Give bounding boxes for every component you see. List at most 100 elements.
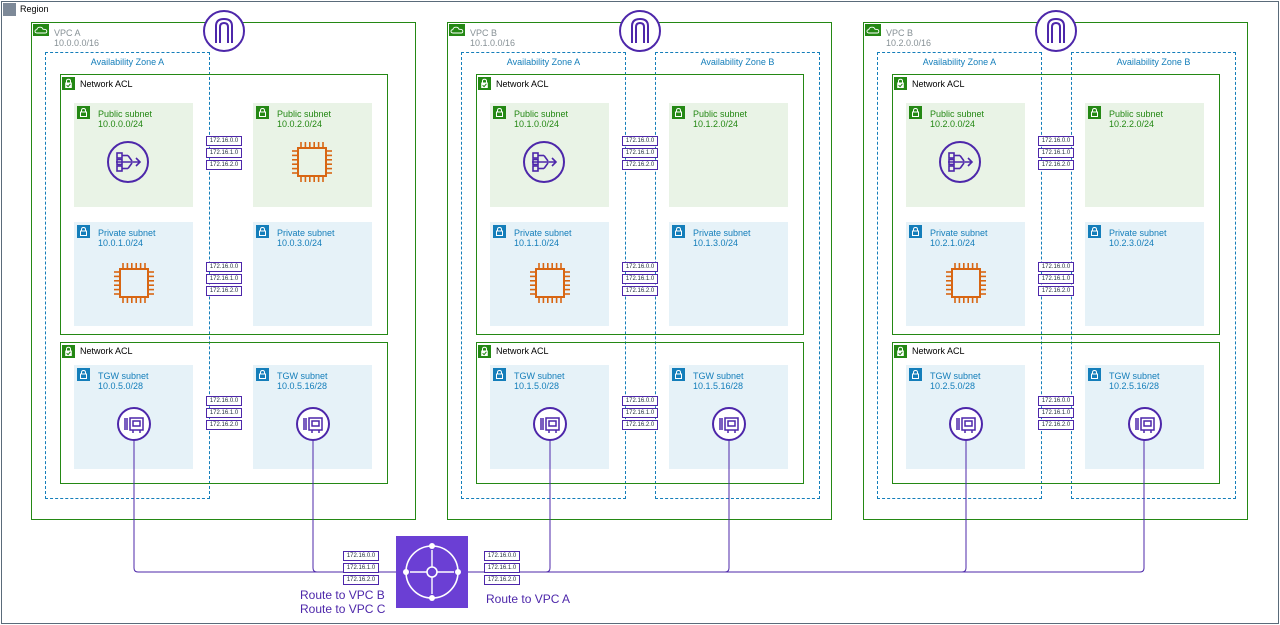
route-label-right: Route to VPC A [486,592,571,606]
az-b-label: Availability Zone B [700,57,775,67]
lock-icon [672,368,685,381]
network-interface-icon[interactable] [1127,406,1163,442]
nat-gateway-icon[interactable] [106,140,150,184]
ec2-instance-icon[interactable] [528,261,572,305]
network-interface-icon[interactable] [532,406,568,442]
subnet-cidr: 10.2.1.0/24 [930,238,976,248]
subnet-title: Public subnet [693,109,748,119]
subnet-cidr: 10.0.0.0/24 [98,119,144,129]
nat-gateway-icon[interactable] [938,140,982,184]
subnet-cidr: 10.0.1.0/24 [98,238,144,248]
route-cidr: 172.16.1.0 [484,563,520,573]
vpc-name: VPC B [470,28,498,38]
transit-gateway[interactable] [396,536,468,608]
lock-icon [909,106,922,119]
route-table-tgw: 172.16.0.0 172.16.1.0 172.16.2.0 [206,396,242,432]
acl-lock-icon [894,345,907,358]
internet-gateway-icon[interactable] [202,9,246,53]
route-cidr: 172.16.1.0 [343,563,379,573]
lock-icon [493,368,506,381]
route-cidr: 172.16.0.0 [1038,396,1074,406]
route-cidr: 172.16.2.0 [622,286,658,296]
lock-icon [493,225,506,238]
subnet-title: Public subnet [98,109,153,119]
route-cidr: 172.16.1.0 [206,408,242,418]
route-cidr: 172.16.1.0 [1038,408,1074,418]
lock-icon [256,106,269,119]
tgw-route-table-left: 172.16.0.0 172.16.1.0 172.16.2.0 [343,551,379,587]
internet-gateway-icon[interactable] [618,9,662,53]
subnet-priv-a [490,222,609,326]
subnet-cidr: 10.0.3.0/24 [277,238,323,248]
route-cidr: 172.16.0.0 [1038,136,1074,146]
acl-bottom-label: Network ACL [912,346,965,356]
subnet-priv-b [669,222,788,326]
subnet-pub-b [669,103,788,207]
route-cidr: 172.16.0.0 [206,136,242,146]
route-cidr: 172.16.0.0 [484,551,520,561]
network-acl-top [60,74,388,335]
tgw-route-table-right: 172.16.0.0 172.16.1.0 172.16.2.0 [484,551,520,587]
subnet-title: Public subnet [930,109,985,119]
route-cidr: 172.16.0.0 [622,136,658,146]
route-cidr: 172.16.0.0 [1038,262,1074,272]
acl-top-label: Network ACL [912,79,965,89]
subnet-title: Private subnet [693,228,751,238]
vpc-name: VPC A [54,28,81,38]
lock-icon [909,225,922,238]
route-cidr: 172.16.0.0 [622,396,658,406]
subnet-cidr: 10.1.2.0/24 [693,119,739,129]
network-interface-icon[interactable] [948,406,984,442]
route-cidr: 172.16.2.0 [622,160,658,170]
ec2-instance-icon[interactable] [290,140,334,184]
subnet-cidr: 10.2.2.0/24 [1109,119,1155,129]
internet-gateway-icon[interactable] [1034,9,1078,53]
subnet-title: TGW subnet [514,371,565,381]
route-cidr: 172.16.0.0 [206,396,242,406]
lock-icon [77,106,90,119]
route-cidr: 172.16.1.0 [206,274,242,284]
ec2-instance-icon[interactable] [944,261,988,305]
subnet-title: Public subnet [277,109,332,119]
lock-icon [493,106,506,119]
subnet-cidr: 10.1.1.0/24 [514,238,560,248]
subnet-title: Public subnet [1109,109,1164,119]
subnet-cidr: 10.0.5.0/28 [98,381,144,391]
route-cidr: 172.16.2.0 [622,420,658,430]
route-cidr: 172.16.2.0 [1038,286,1074,296]
subnet-cidr: 10.1.3.0/24 [693,238,739,248]
lock-icon [256,368,269,381]
route-cidr: 172.16.1.0 [206,148,242,158]
ec2-instance-icon[interactable] [112,261,156,305]
network-acl-bottom [60,342,388,484]
lock-icon [672,225,685,238]
lock-icon [1088,225,1101,238]
lock-icon [1088,368,1101,381]
subnet-title: TGW subnet [277,371,328,381]
network-interface-icon[interactable] [295,406,331,442]
subnet-cidr: 10.0.5.16/28 [277,381,328,391]
network-acl-bottom [892,342,1220,484]
network-acl-top [476,74,804,335]
nat-gateway-icon[interactable] [522,140,566,184]
route-cidr: 172.16.2.0 [206,420,242,430]
vpc-name: VPC B [886,28,914,38]
line-vpca-tgw-b [312,440,396,573]
subnet-cidr: 10.2.5.16/28 [1109,381,1160,391]
lock-icon [77,368,90,381]
route-cidr: 172.16.1.0 [622,408,658,418]
az-b-label: Availability Zone B [1116,57,1191,67]
network-interface-icon[interactable] [116,406,152,442]
region-label: Region [20,4,49,14]
line-vpcc-tgw-a [468,440,967,573]
transit-gateway-icon [403,543,461,601]
subnet-title: TGW subnet [1109,371,1160,381]
route-cidr: 172.16.2.0 [206,286,242,296]
